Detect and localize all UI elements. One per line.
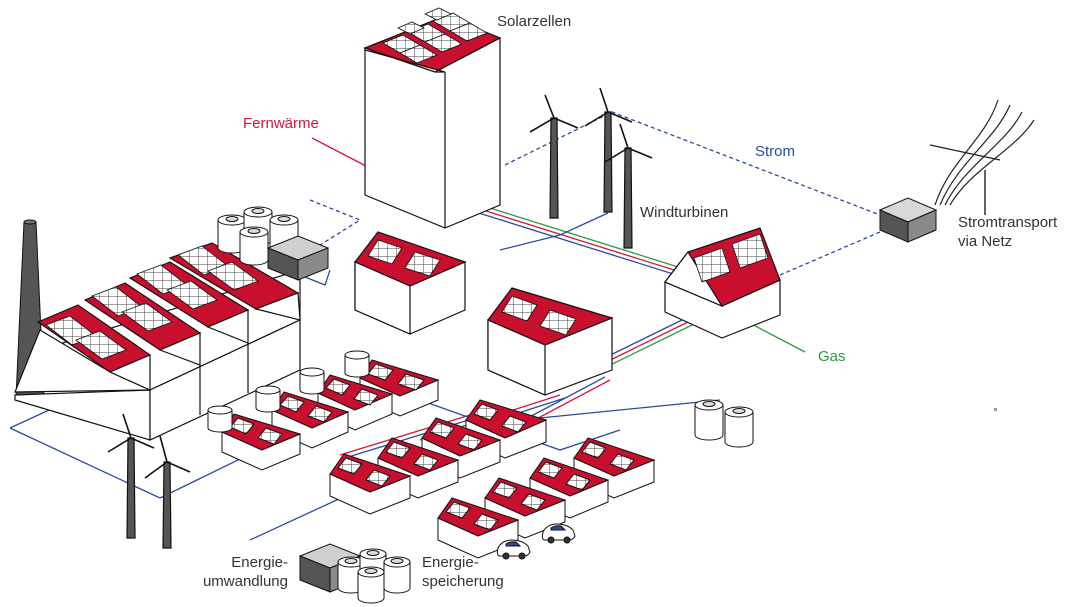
house bbox=[421, 417, 502, 479]
house bbox=[354, 231, 467, 335]
power-line bbox=[499, 212, 609, 251]
label-district-heat: Fernwärme bbox=[243, 115, 319, 132]
small-dot bbox=[994, 408, 997, 411]
power-line bbox=[519, 376, 606, 423]
label-conversion-line2: umwandlung bbox=[202, 573, 288, 590]
wind-turbine-icon bbox=[584, 87, 633, 213]
power-line bbox=[465, 208, 687, 279]
wind-turbine-icon bbox=[604, 123, 653, 249]
storage-tank-icon bbox=[207, 405, 233, 433]
solar-panel-icon bbox=[693, 233, 769, 283]
storage-tank-icon bbox=[694, 399, 754, 448]
label-wind-turbines: Windturbinen bbox=[640, 204, 729, 221]
storage-tank-icon bbox=[299, 367, 325, 395]
label-storage-line2: speicherung bbox=[422, 573, 504, 590]
transformer-icon bbox=[878, 197, 938, 243]
power-line-dashed bbox=[779, 231, 881, 276]
power-line-dashed bbox=[309, 199, 362, 246]
electric-car-icon bbox=[541, 523, 576, 544]
storage-tank-icon bbox=[344, 350, 370, 378]
label-solar-cells: Solarzellen bbox=[497, 13, 572, 30]
solar-panel-icon bbox=[501, 295, 577, 336]
district-heat-leader-line bbox=[311, 137, 367, 167]
office-tower bbox=[363, 15, 502, 229]
solar-panel-icon bbox=[367, 239, 441, 277]
house bbox=[329, 453, 412, 515]
network-lines bbox=[9, 111, 986, 541]
power-line bbox=[419, 399, 621, 451]
power-line-dashed bbox=[504, 111, 881, 216]
storage-tank-icon bbox=[337, 548, 411, 604]
label-conversion-line1: Energie- bbox=[231, 554, 288, 571]
transformer-icon bbox=[266, 235, 330, 281]
electric-car-icon bbox=[496, 539, 531, 560]
wind-turbine-icon bbox=[529, 94, 579, 219]
solar-panel-icon bbox=[45, 245, 259, 360]
label-storage-line1: Energie- bbox=[422, 554, 479, 571]
power-pylon-icon bbox=[929, 99, 1035, 206]
power-line bbox=[299, 269, 331, 286]
label-power-transport-line1: Stromtransport bbox=[958, 214, 1058, 231]
solar-panel-icon bbox=[382, 7, 488, 64]
storage-tank-icon bbox=[217, 206, 299, 266]
gas-line bbox=[473, 202, 695, 273]
label-gas: Gas bbox=[818, 348, 846, 365]
wind-turbine-icon bbox=[144, 435, 191, 549]
label-power-transport-line2: via Netz bbox=[958, 233, 1013, 250]
heat-line bbox=[469, 205, 691, 276]
wind-turbine-icon bbox=[107, 413, 155, 539]
label-power: Strom bbox=[755, 143, 796, 160]
storage-tank-icon bbox=[255, 385, 281, 413]
house bbox=[221, 413, 302, 471]
